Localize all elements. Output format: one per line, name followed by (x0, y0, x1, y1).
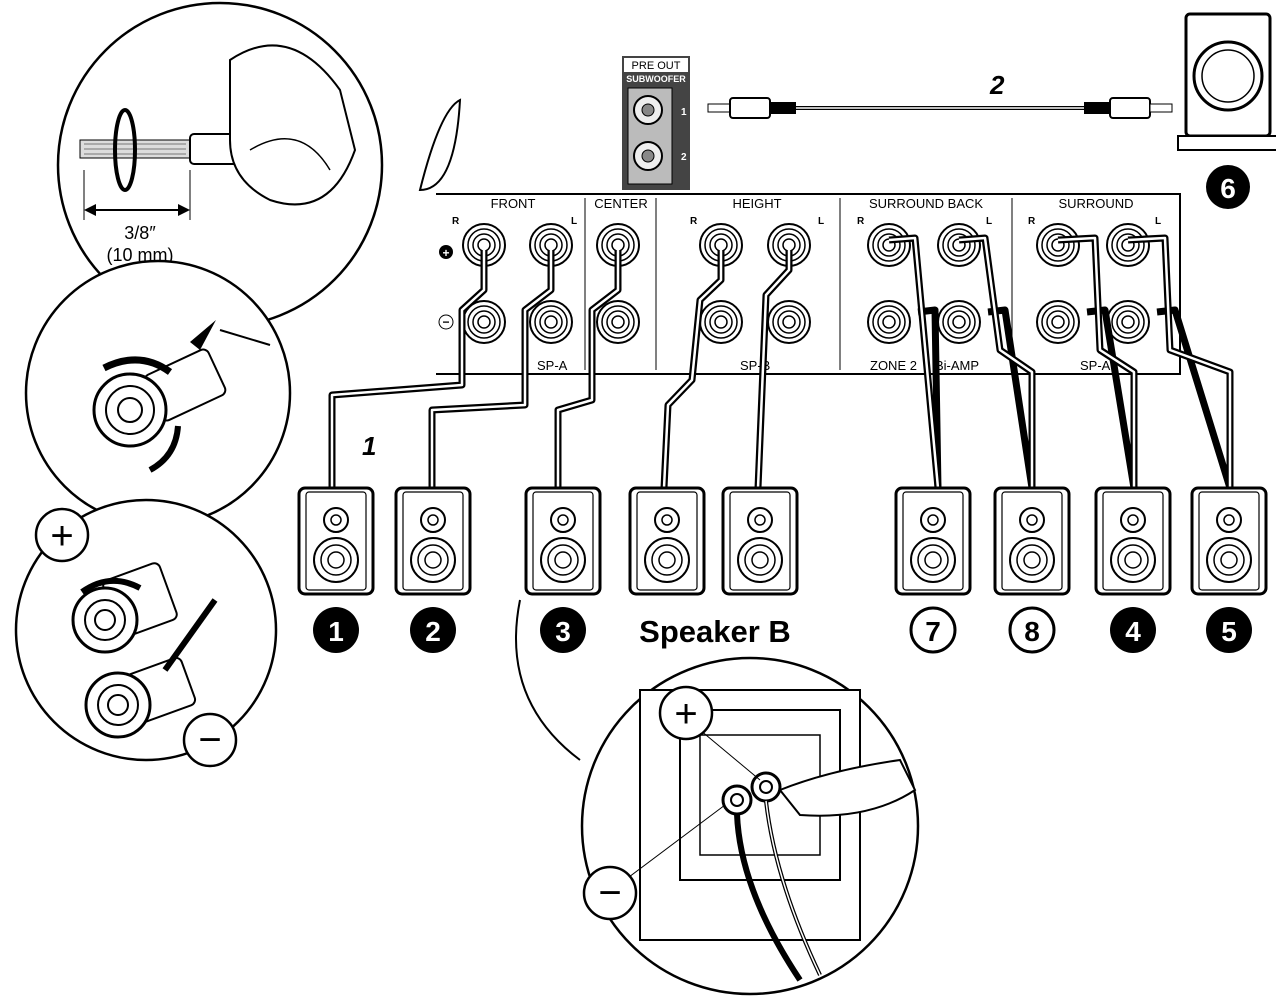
preout-jack2: 2 (681, 152, 687, 163)
speaker-2 (394, 486, 472, 596)
speaker-num-4: 4 (1125, 616, 1141, 647)
label-sp-a: SP-A (537, 358, 568, 373)
label-sp-a-2: SP-A (1080, 358, 1111, 373)
speaker-minus-badge: − (598, 871, 621, 915)
speaker-num-2: 2 (425, 616, 441, 647)
speaker-num-1: 1 (328, 616, 344, 647)
section-height: HEIGHT (732, 196, 781, 211)
panel-minus-mark: − (442, 315, 449, 329)
inset-terminal-tighten (24, 259, 292, 527)
ch-mark-l: L (571, 216, 577, 227)
ch-mark-r: R (1028, 216, 1036, 227)
label-zone2: ZONE 2 (870, 358, 917, 373)
speaker-4 (1094, 486, 1172, 596)
preout-jack1: 1 (681, 107, 687, 118)
speaker-cables: 1 (328, 234, 1234, 490)
panel-plus-mark: + (442, 246, 449, 260)
subwoofer-number: 6 (1220, 173, 1236, 204)
speaker-8 (993, 486, 1071, 596)
speaker-5 (1190, 486, 1268, 596)
inset-speaker-back: + − (515, 599, 920, 996)
inset-polarity: + − (14, 498, 278, 768)
speaker-b-right (721, 486, 799, 596)
speaker-plus-badge: + (674, 692, 697, 736)
speaker-num-3: 3 (555, 616, 571, 647)
speaker-3 (524, 486, 602, 596)
ch-mark-l: L (1155, 216, 1161, 227)
ch-mark-l: L (818, 216, 824, 227)
subwoofer: 6 (1177, 12, 1276, 209)
polarity-minus-badge: − (198, 718, 221, 762)
speaker-num-5: 5 (1221, 616, 1237, 647)
ch-mark-r: R (857, 216, 865, 227)
cable-label-2: 2 (989, 70, 1005, 100)
subwoofer-cable: 2 (707, 70, 1173, 119)
strip-inch: 3/8″ (124, 223, 156, 243)
inset-wire-strip: 3/8″ (10 mm) (56, 1, 462, 329)
speaker-num-8: 8 (1024, 616, 1040, 647)
preout-block: PRE OUT SUBWOOFER 1 2 (622, 56, 690, 190)
ch-mark-r: R (452, 216, 460, 227)
speaker-b-left (628, 486, 706, 596)
cable-label-1: 1 (362, 431, 376, 461)
speaker-1 (297, 486, 375, 596)
polarity-plus-badge: + (50, 514, 73, 558)
section-center: CENTER (594, 196, 647, 211)
preout-title: PRE OUT (632, 60, 681, 72)
section-front: FRONT (491, 196, 536, 211)
speaker-row (297, 486, 1268, 596)
speaker-num-7: 7 (925, 616, 941, 647)
speaker-numbers: 1 2 3 7 8 4 5 Speaker B (313, 606, 1252, 654)
speaker-7 (894, 486, 972, 596)
preout-sub: SUBWOOFER (626, 74, 686, 84)
ch-mark-r: R (690, 216, 698, 227)
label-bi-amp: Bi-AMP (935, 358, 979, 373)
section-surround: SURROUND (1058, 196, 1133, 211)
ch-mark-l: L (986, 216, 992, 227)
speaker-b-label: Speaker B (639, 614, 791, 649)
section-surround-back: SURROUND BACK (869, 196, 983, 211)
